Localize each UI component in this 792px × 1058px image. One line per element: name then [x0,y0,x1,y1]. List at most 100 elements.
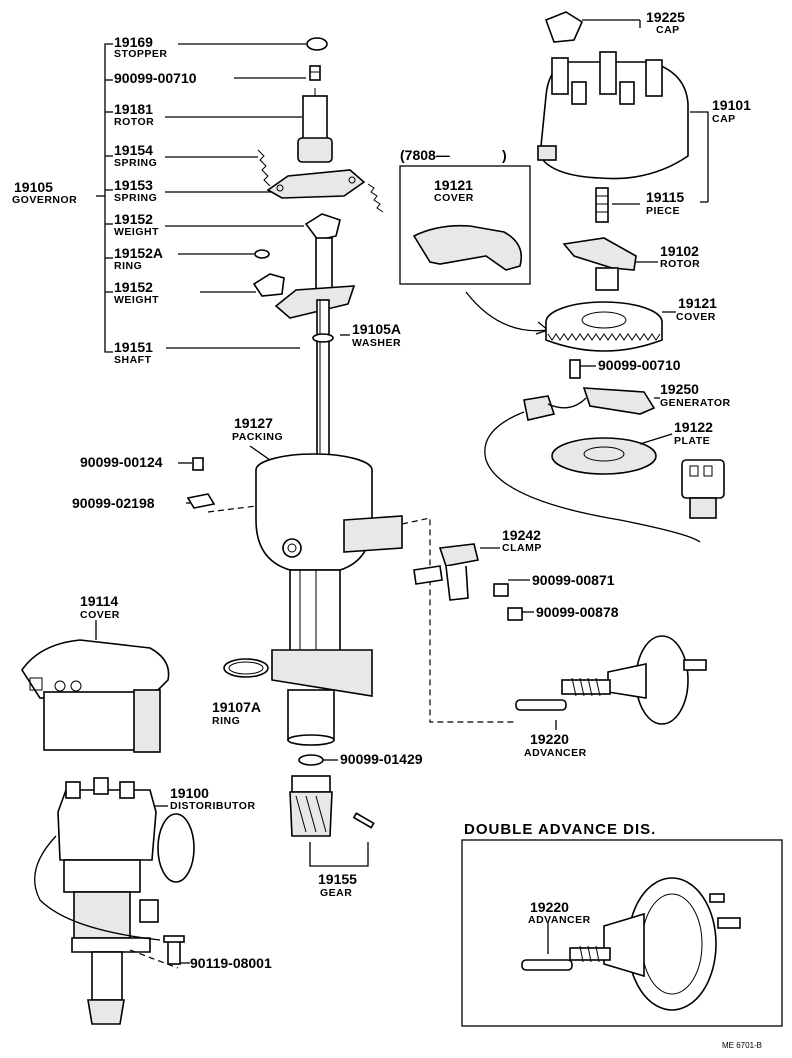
svg-text:90119-08001: 90119-08001 [190,955,272,971]
label-90099-00124: 90099-00124 [80,454,163,470]
label-19155: 19155 GEAR [318,871,357,899]
screw-00878 [507,607,534,621]
kit-box [399,165,550,335]
o-ring-19107A [223,658,269,678]
svg-text:90099-00878: 90099-00878 [536,604,619,620]
svg-text:WEIGHT: WEIGHT [114,226,159,238]
label-90099-00710-right: 90099-00710 [598,357,681,373]
distributor-cap-part [537,51,709,203]
distributor-assembly [34,777,195,1025]
label-19114: 19114 COVER [80,593,120,621]
svg-text:19115: 19115 [646,189,684,205]
svg-text:COVER: COVER [80,609,120,621]
drawing-code: ME 6701-B [722,1041,762,1050]
label-19102: 19102 ROTOR [660,243,700,270]
svg-text:19169: 19169 [114,34,153,50]
bolt-02198 [186,493,257,513]
svg-text:COVER: COVER [434,192,474,204]
svg-text:19220: 19220 [530,899,569,915]
label-19100: 19100 DISTORIBUTOR [170,785,255,812]
label-19181: 19181 ROTOR [114,101,154,128]
svg-text:19100: 19100 [170,785,209,801]
svg-text:19121: 19121 [678,295,717,311]
svg-text:90099-00710: 90099-00710 [114,70,197,86]
svg-text:ADVANCER: ADVANCER [528,914,591,926]
screw-part-center [309,65,321,81]
svg-text:SPRING: SPRING [114,157,157,169]
dust-cover-part [21,620,170,753]
label-19121: 19121 COVER [676,295,717,323]
label-7808: (7808— ) [400,147,507,163]
svg-text:19152: 19152 [114,211,153,227]
svg-text:19151: 19151 [114,339,153,355]
svg-text:ROTOR: ROTOR [660,258,700,270]
screw-00871 [493,579,530,597]
cap-small-part [544,11,641,43]
svg-text:WEIGHT: WEIGHT [114,294,159,306]
svg-text:PLATE: PLATE [674,435,710,447]
label-19127: 19127 PACKING [232,415,283,443]
weight-upper [304,213,341,241]
governor-rotor-part [297,88,333,163]
label-19152-upper: 19152 WEIGHT [114,211,159,238]
svg-text:19127: 19127 [234,415,273,431]
label-19105: 19105 GOVERNOR [12,179,77,206]
label-19242: 19242 CLAMP [502,527,542,554]
svg-text:PIECE: PIECE [646,205,680,217]
clamp-part [413,543,500,601]
label-19154: 19154 SPRING [114,142,157,169]
svg-text:19107A: 19107A [212,699,261,715]
svg-text:ROTOR: ROTOR [114,116,154,128]
label-90099-00871: 90099-00871 [532,572,615,588]
washer-part [312,333,334,343]
packing-part [249,445,271,461]
svg-text:CAP: CAP [656,24,680,36]
double-advance-title: DOUBLE ADVANCE DIS. [464,821,656,838]
svg-text:RING: RING [114,260,142,272]
svg-text:19105: 19105 [14,179,53,195]
svg-text:19154: 19154 [114,142,153,158]
label-19220-double: 19220 ADVANCER [528,899,591,926]
piece-part [595,187,640,223]
label-19101: 19101 CAP [712,97,751,125]
label-19121-box: 19121 COVER [434,177,474,204]
advancer-link-dashes [401,517,514,723]
svg-text:GENERATOR: GENERATOR [660,397,731,409]
label-19115: 19115 PIECE [646,189,684,217]
label-19152A: 19152A RING [114,245,163,272]
svg-text:GEAR: GEAR [320,887,352,899]
signal-generator-part [484,387,701,543]
svg-text:19181: 19181 [114,101,153,117]
governor-bracket [96,43,113,353]
svg-text:19220: 19220 [530,731,569,747]
label-90119-08001: 90119-08001 [180,955,272,971]
svg-text:ADVANCER: ADVANCER [524,747,587,759]
shaft-part [274,237,356,481]
svg-text:19225: 19225 [646,9,685,25]
svg-text:19152: 19152 [114,279,153,295]
svg-text:CLAMP: CLAMP [502,542,542,554]
breaker-plate-part [551,433,673,475]
label-19152-lower: 19152 WEIGHT [114,279,159,306]
washer-01429 [298,754,338,766]
label-90099-02198: 90099-02198 [72,495,155,511]
svg-text:WASHER: WASHER [352,337,401,349]
label-19122: 19122 PLATE [674,419,713,447]
svg-text:GOVERNOR: GOVERNOR [12,194,77,206]
bolt-00124 [192,457,204,471]
svg-text:19153: 19153 [114,177,153,193]
svg-text:19122: 19122 [674,419,713,435]
svg-text:19105A: 19105A [352,321,401,337]
label-19250: 19250 GENERATOR [660,381,731,409]
svg-text:19242: 19242 [502,527,541,543]
label-19151: 19151 SHAFT [114,339,153,366]
label-19225: 19225 CAP [646,9,685,36]
gear-part [289,775,375,867]
svg-text:SHAFT: SHAFT [114,354,152,366]
governor-plate [266,169,366,199]
svg-text:(7808—: (7808— [400,147,450,163]
svg-text:90099-00710: 90099-00710 [598,357,681,373]
weight-lower [252,273,285,297]
svg-text:SPRING: SPRING [114,192,157,204]
